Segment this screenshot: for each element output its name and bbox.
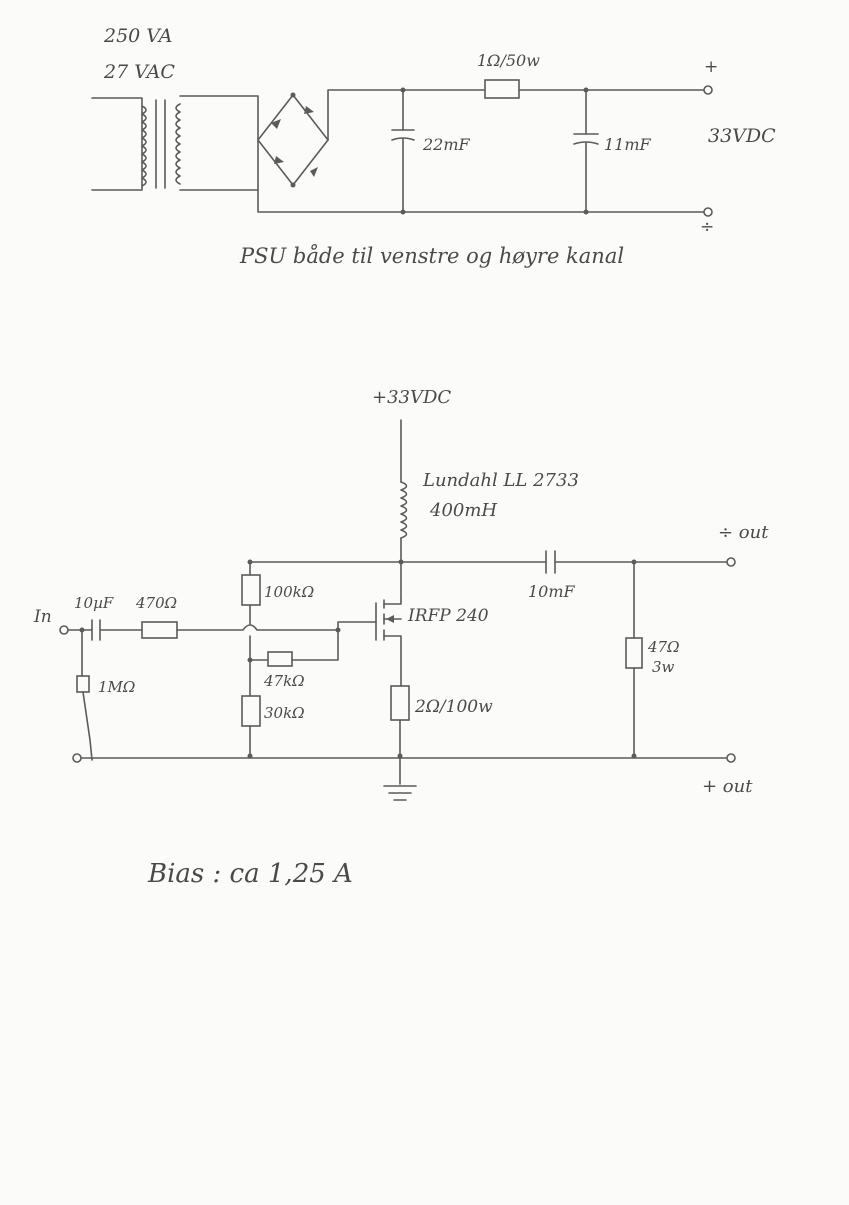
psu-cap1-label: 22mF [422, 135, 471, 154]
mosfet-label: IRFP 240 [407, 606, 489, 626]
input-resistor [76, 675, 90, 693]
amplifier-section: +33VDC Lundahl LL 2733 400mH 10mF ÷ out … [33, 387, 769, 889]
psu-minus-terminal[interactable] [703, 207, 713, 217]
gate-resistor-label: 470Ω [135, 594, 177, 612]
out-plus-label: + out [702, 776, 753, 797]
out-minus-terminal[interactable] [726, 557, 736, 567]
bias-resistor-bottom-label: 30kΩ [264, 704, 305, 722]
psu-series-resistor [484, 79, 520, 99]
bias-resistor-top-label: 100kΩ [264, 583, 314, 601]
bias-resistor-top [241, 574, 261, 606]
source-resistor-label: 2Ω/100w [414, 697, 493, 717]
psu-cap2-label: 11mF [604, 135, 652, 154]
bridge-rectifier [257, 92, 329, 188]
mosfet [335, 599, 402, 687]
supply-label: +33VDC [372, 387, 451, 408]
transformer [91, 95, 259, 191]
source-resistor [390, 685, 410, 721]
psu-note: PSU både til venstre og høyre kanal [239, 244, 624, 268]
bias-resistor-mid [267, 651, 293, 667]
bias-note: Bias : ca 1,25 A [147, 859, 353, 889]
out-plus-terminal[interactable] [726, 753, 736, 763]
psu-minus-label: ÷ [700, 217, 714, 237]
psu-output-label: 33VDC [708, 125, 776, 147]
psu-plus-terminal[interactable] [703, 85, 713, 95]
output-resistor [625, 637, 643, 669]
out-minus-label: ÷ out [718, 522, 769, 543]
psu-resistor-label: 1Ω/50w [477, 51, 540, 70]
input-cap-label: 10µF [74, 594, 114, 612]
ground-icon [383, 757, 417, 801]
transformer-va-label: 250 VA [103, 25, 172, 47]
output-resistor-value: 47Ω [647, 638, 680, 656]
psu-cap-11mf [573, 87, 599, 215]
input-resistor-label: 1MΩ [98, 678, 135, 696]
choke-inductor [400, 481, 408, 539]
psu-cap-22mf [391, 87, 415, 215]
gate-resistor [141, 621, 178, 639]
input-label: In [33, 607, 52, 627]
psu-plus-label: + [704, 57, 718, 77]
output-cap-label: 10mF [528, 582, 576, 601]
input-terminal[interactable] [59, 625, 69, 635]
bias-resistor-mid-label: 47kΩ [263, 672, 305, 690]
output-resistor-power: 3w [652, 658, 675, 676]
input-ground-terminal[interactable] [72, 753, 82, 763]
choke-name-label: Lundahl LL 2733 [422, 470, 579, 491]
choke-value-label: 400mH [429, 500, 497, 521]
bias-resistor-bottom [241, 695, 261, 727]
transformer-vac-label: 27 VAC [103, 61, 175, 83]
psu-section: 250 VA 27 VAC 1Ω/50w + ÷ [91, 25, 776, 268]
